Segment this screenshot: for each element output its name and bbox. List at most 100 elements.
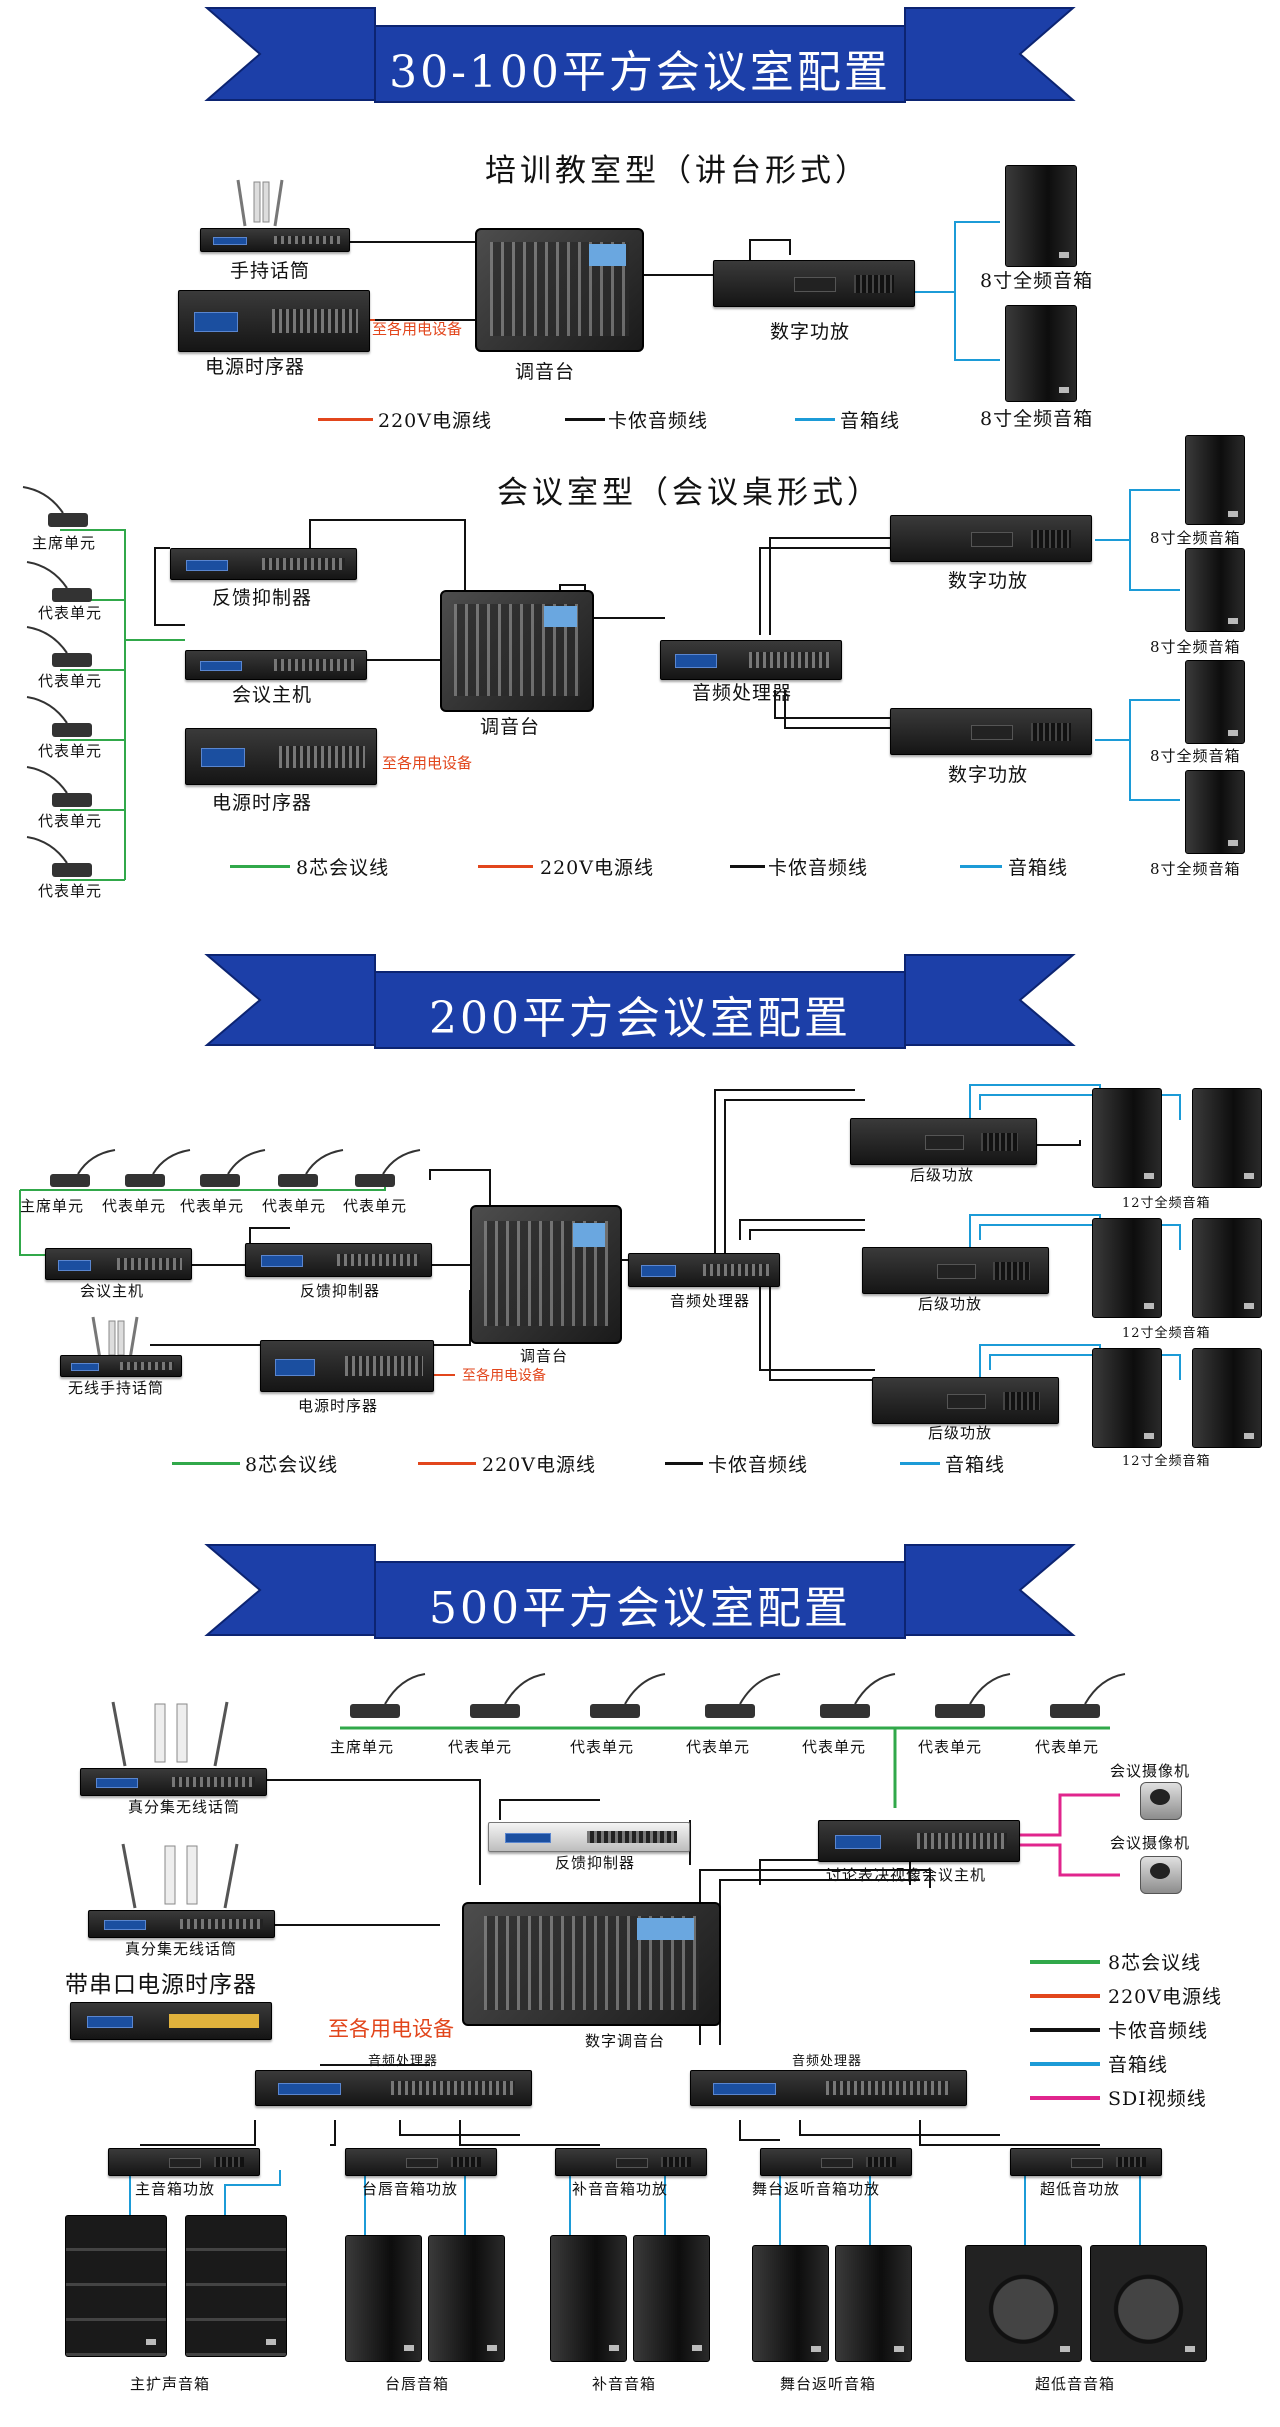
wireless-label: 真分集无线话筒 bbox=[128, 1798, 241, 1816]
banner2-right-tail bbox=[904, 954, 1076, 1046]
speaker-8in bbox=[1005, 165, 1077, 267]
handheld-mic-label: 手持话筒 bbox=[230, 260, 311, 282]
handheld-mic-icon bbox=[85, 1315, 145, 1360]
delegate-unit-label: 代表单元 bbox=[180, 1197, 245, 1215]
delegate-unit-icon bbox=[22, 560, 102, 605]
host-label: 会议主机 bbox=[80, 1282, 145, 1300]
delegate-unit-icon bbox=[460, 1672, 550, 1722]
fill-speaker-amp bbox=[555, 2148, 707, 2176]
host-label: 讨论表决视像会议主机 bbox=[826, 1866, 987, 1884]
lip-speaker-amp bbox=[345, 2148, 497, 2176]
speaker-label: 台唇音箱 bbox=[385, 2375, 450, 2393]
line-array-speaker bbox=[185, 2215, 287, 2357]
chairman-unit-icon bbox=[18, 485, 98, 530]
line-array-speaker bbox=[65, 2215, 167, 2357]
feedback-suppressor bbox=[245, 1243, 432, 1277]
to-devices-label: 至各用电设备 bbox=[372, 320, 463, 338]
speaker-12in bbox=[1092, 1218, 1162, 1318]
legend-conf-text: 8芯会议线 bbox=[1108, 1952, 1202, 1974]
delegate-unit-label: 代表单元 bbox=[38, 742, 103, 760]
delegate-unit-icon bbox=[115, 1148, 195, 1190]
mixer-label: 调音台 bbox=[520, 1347, 569, 1365]
banner1-body bbox=[374, 25, 906, 103]
to-devices-label: 至各用电设备 bbox=[328, 2017, 454, 2041]
delegate-unit-label: 代表单元 bbox=[802, 1738, 867, 1756]
legend-power-text: 220V电源线 bbox=[540, 857, 654, 879]
legend-audio-text: 卡侬音频线 bbox=[708, 1454, 809, 1476]
delegate-unit-icon bbox=[268, 1148, 348, 1190]
banner3-body bbox=[374, 1561, 906, 1639]
legend-sdi-line bbox=[1030, 2096, 1100, 2100]
amp-label: 主音箱功放 bbox=[135, 2180, 216, 2198]
speaker-8in bbox=[1185, 660, 1245, 744]
legend-power-text: 220V电源线 bbox=[482, 1454, 596, 1476]
audio-processor bbox=[255, 2070, 532, 2106]
speaker-label: 主扩声音箱 bbox=[130, 2375, 211, 2393]
banner-title: 30-100平方会议室配置 bbox=[389, 47, 891, 98]
legend-conf-line bbox=[1030, 1960, 1100, 1964]
speaker-label: 舞台返听音箱 bbox=[780, 2375, 877, 2393]
legend-power-line bbox=[318, 418, 373, 421]
audio-processor bbox=[628, 1253, 780, 1287]
delegate-unit-label: 代表单元 bbox=[448, 1738, 513, 1756]
speaker-8in bbox=[1185, 435, 1245, 525]
speaker-label: 8寸全频音箱 bbox=[1150, 860, 1241, 878]
delegate-unit-label: 代表单元 bbox=[686, 1738, 751, 1756]
amp-label: 台唇音箱功放 bbox=[362, 2180, 459, 2198]
host-label: 会议主机 bbox=[232, 684, 313, 706]
camera-icon bbox=[1140, 1782, 1182, 1820]
legend-power-line bbox=[418, 1462, 476, 1465]
power-seq-label: 电源时序器 bbox=[205, 356, 306, 378]
amp-label: 超低音功放 bbox=[1040, 2180, 1121, 2198]
delegate-unit-label: 代表单元 bbox=[102, 1197, 167, 1215]
amp-label: 舞台返听音箱功放 bbox=[752, 2180, 881, 2198]
legend-power-line bbox=[478, 865, 533, 868]
speaker-8in bbox=[1005, 305, 1077, 402]
wires-section2 bbox=[19, 1084, 1181, 1381]
camera-label: 会议摄像机 bbox=[1110, 1834, 1191, 1852]
power-seq-label: 电源时序器 bbox=[212, 792, 313, 814]
wireless-receiver bbox=[80, 1768, 267, 1796]
chairman-unit-icon bbox=[340, 1672, 430, 1722]
legend-audio-text: 卡侬音频线 bbox=[768, 857, 869, 879]
legend-audio-text: 卡侬音频线 bbox=[608, 410, 709, 432]
analog-mixer bbox=[440, 590, 594, 712]
subwoofer bbox=[1090, 2245, 1207, 2362]
digital-amp bbox=[713, 260, 915, 307]
chairman-unit-label: 主席单元 bbox=[32, 534, 97, 552]
delegate-unit-icon bbox=[580, 1672, 670, 1722]
legend-speaker-line bbox=[960, 865, 1002, 868]
legend-speaker-text: 音箱线 bbox=[945, 1454, 1006, 1476]
to-devices-label: 至各用电设备 bbox=[462, 1368, 546, 1384]
wires-section3 bbox=[340, 1726, 1120, 1877]
delegate-unit-label: 代表单元 bbox=[38, 604, 103, 622]
delegate-unit-label: 代表单元 bbox=[38, 882, 103, 900]
legend-power-text: 220V电源线 bbox=[378, 410, 492, 432]
delegate-unit-label: 代表单元 bbox=[1035, 1738, 1100, 1756]
chairman-unit-label: 主席单元 bbox=[20, 1197, 85, 1215]
delegate-unit-label: 代表单元 bbox=[918, 1738, 983, 1756]
wireless-mic-icon bbox=[115, 1842, 245, 1910]
wires-section1a bbox=[350, 221, 1000, 361]
speaker-12in bbox=[1092, 1348, 1162, 1448]
speaker-12in bbox=[1192, 1088, 1262, 1188]
subtitle-meeting: 会议室型（会议桌形式） bbox=[497, 475, 882, 511]
fill-speaker bbox=[633, 2235, 710, 2362]
legend-power-text: 220V电源线 bbox=[1108, 1986, 1222, 2008]
delegate-unit-icon bbox=[190, 1148, 270, 1190]
power-sequencer bbox=[178, 290, 370, 352]
legend-sdi-text: SDI视频线 bbox=[1108, 2088, 1207, 2110]
legend-audio-line bbox=[565, 418, 605, 421]
feedback-label: 反馈抑制器 bbox=[212, 587, 313, 609]
delegate-unit-label: 代表单元 bbox=[38, 812, 103, 830]
amp-label: 数字功放 bbox=[948, 570, 1029, 592]
chairman-unit-label: 主席单元 bbox=[330, 1738, 395, 1756]
lip-speaker bbox=[345, 2235, 422, 2362]
speaker-12in bbox=[1092, 1088, 1162, 1188]
legend-conf-line bbox=[230, 865, 290, 868]
subtitle-training: 培训教室型（讲台形式） bbox=[485, 153, 870, 189]
legend-audio-text: 卡侬音频线 bbox=[1108, 2020, 1209, 2042]
legend-conf-text: 8芯会议线 bbox=[245, 1454, 339, 1476]
serial-power-sequencer bbox=[70, 2002, 272, 2040]
